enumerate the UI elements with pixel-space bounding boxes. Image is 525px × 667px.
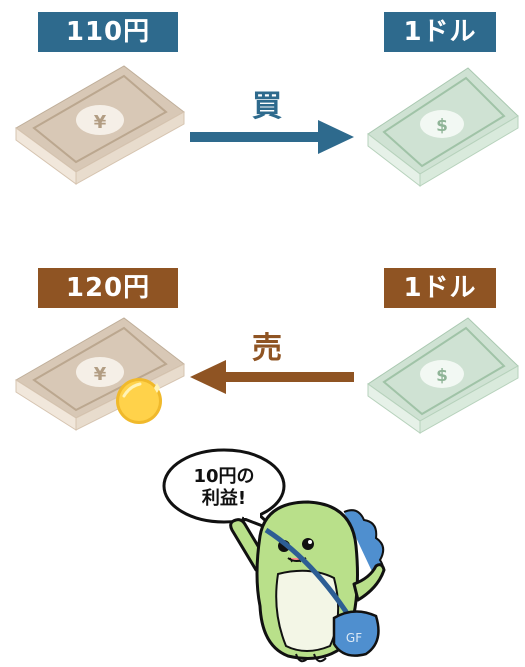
dollar-banknote-stack-icon: $ [367, 317, 519, 434]
sell-label: 売 [252, 331, 282, 366]
svg-text:¥: ¥ [94, 112, 107, 133]
dinosaur-mascot-icon: GF [229, 500, 386, 663]
profit-bubble-line-2: 利益! [201, 487, 247, 509]
buy-label: 買 [252, 89, 282, 124]
bottom-dollar-amount-label: 1ドル [384, 268, 496, 308]
gold-coin-icon [116, 378, 162, 424]
dollar-banknote-stack-icon: $ [367, 67, 519, 188]
svg-text:$: $ [436, 366, 448, 386]
arrow-left-icon [190, 360, 354, 394]
svg-text:GF: GF [346, 631, 362, 645]
arrow-right-icon [190, 120, 354, 154]
profit-bubble-text: 10円の 利益! [176, 466, 272, 509]
bottom-yen-amount-label: 120円 [38, 268, 178, 308]
yen-banknote-stack-icon: ¥ [15, 65, 185, 185]
top-yen-amount-label: 110円 [38, 12, 178, 52]
svg-text:¥: ¥ [94, 364, 107, 385]
top-dollar-amount-label: 1ドル [384, 12, 496, 52]
svg-text:$: $ [436, 116, 448, 136]
speech-bubble [162, 448, 286, 534]
profit-bubble-line-1: 10円の [193, 466, 255, 487]
